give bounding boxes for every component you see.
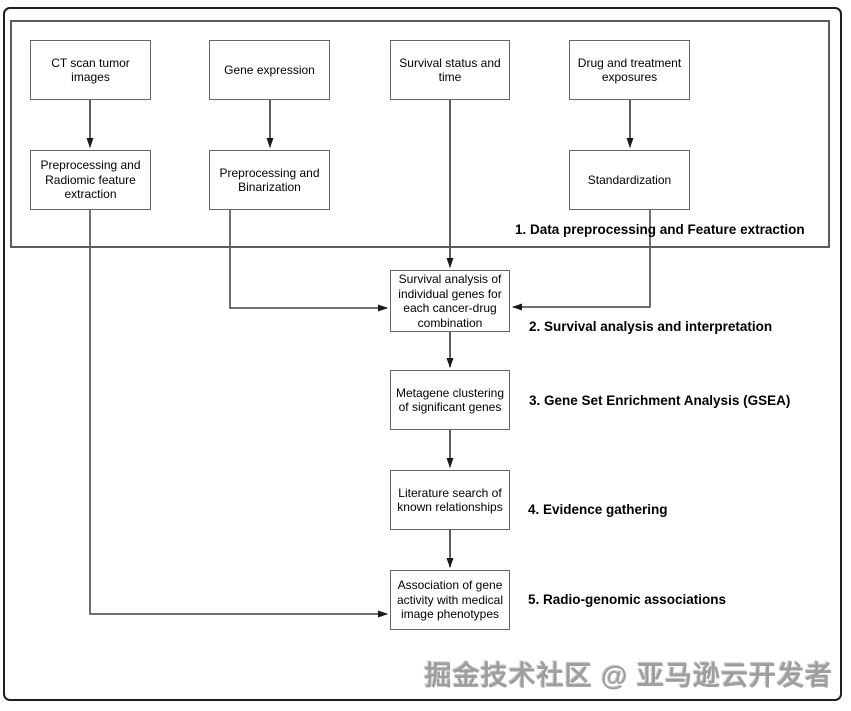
node-survival-status-and-time: Survival status and time (390, 40, 510, 100)
node-drug-and-treatment-exposures: Drug and treatment exposures (569, 40, 690, 100)
watermark-text: 掘金技术社区 @ 亚马逊云开发者 (424, 661, 833, 691)
stage4-label: 4. Evidence gathering (528, 502, 668, 517)
stage2-label: 2. Survival analysis and interpretation (529, 319, 773, 334)
node-ct-scan-tumor-images: CT scan tumor images (30, 40, 151, 100)
node-survival-analysis: Survival analysis of individual genes fo… (390, 270, 510, 332)
node-literature-search: Literature search of known relationships (390, 470, 510, 530)
node-standardization: Standardization (569, 150, 690, 210)
stage3-label: 3. Gene Set Enrichment Analysis (GSEA) (529, 393, 791, 408)
stage5-label: 5. Radio-genomic associations (528, 592, 727, 607)
node-association-gene-image: Association of gene activity with medica… (390, 570, 510, 630)
node-preprocessing-binarization: Preprocessing and Binarization (209, 150, 330, 210)
arrow-radiomic-to-association (89, 210, 388, 618)
node-gene-expression: Gene expression (209, 40, 330, 100)
node-metagene-clustering: Metagene clustering of significant genes (390, 370, 510, 430)
node-preprocessing-radiomic-feature-extraction: Preprocessing and Radiomic feature extra… (30, 150, 151, 210)
stage1-label: 1. Data preprocessing and Feature extrac… (515, 222, 805, 237)
stage1-group-box (10, 20, 830, 248)
